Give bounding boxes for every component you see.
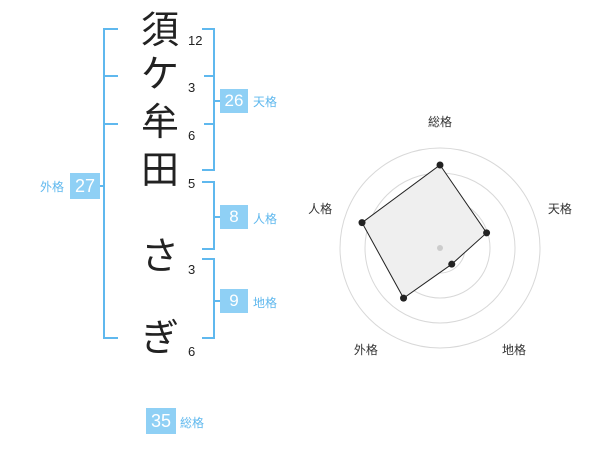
stroke-count-1: 12 [188,33,203,48]
chikaku-badge: 9 [220,289,248,313]
radar-point-4 [400,294,408,302]
radar-points [358,161,491,302]
name-char-5: さ [140,234,179,278]
gaikaku-bracket [103,28,118,339]
tenkaku-badge: 26 [220,89,248,113]
stroke-count-6: 6 [188,344,196,359]
stroke-count-3: 6 [188,128,196,143]
tenkaku-label: 天格 [253,95,278,109]
radar-point-5 [358,219,366,227]
chikaku-bracket [202,258,215,339]
stroke-count-4: 5 [188,176,196,191]
jinkaku-badge: 8 [220,205,248,229]
tenkaku-bracket [202,28,215,171]
radar-axis-label-3: 地格 [502,342,526,357]
radar-point-3 [448,260,456,268]
gaikaku-label: 外格 [40,180,65,194]
radar-axis-label-1: 総格 [428,114,452,129]
name-char-3: 牟 [140,100,179,144]
stroke-count-2: 3 [188,80,196,95]
soukaku-label: 総格 [180,416,205,430]
gaikaku-badge: 27 [70,173,100,199]
stroke-count-5: 3 [188,262,196,277]
name-char-6: ぎ [140,316,179,360]
soukaku-badge: 35 [146,408,176,434]
jinkaku-label: 人格 [253,212,278,226]
jinkaku-bracket [202,181,215,250]
name-char-2: ケ [140,52,179,96]
radar-center-dot [437,245,443,251]
radar-axis-label-4: 外格 [354,342,378,357]
name-char-4: 田 [140,148,179,192]
chikaku-label: 地格 [253,296,278,310]
radar-grid-ring-4 [339,147,541,349]
name-char-1: 須 [140,8,179,52]
radar-shape [361,164,488,299]
radar-point-2 [483,229,491,237]
radar-axis-label-2: 天格 [548,201,572,216]
radar-point-1 [436,161,444,169]
radar-axis-label-5: 人格 [308,201,332,216]
